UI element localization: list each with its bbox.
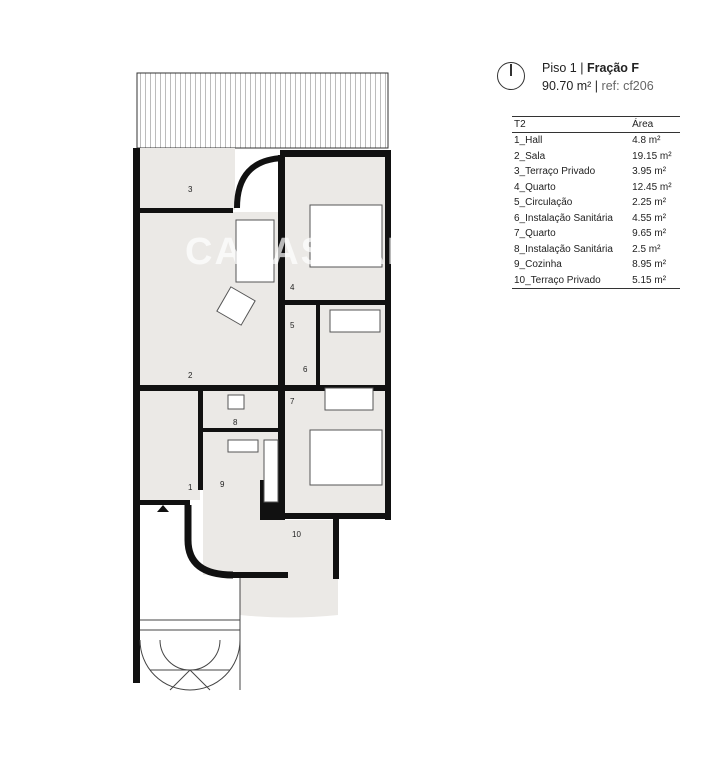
room-label-8: 8: [233, 418, 238, 427]
table-row: 10_Terraço Privado 5.15 m²: [512, 273, 680, 289]
room-label-1: 1: [188, 483, 193, 492]
north-compass-icon: [497, 62, 525, 90]
cell-area: 19.15 m²: [632, 150, 672, 162]
cell-name: 6_Instalação Sanitária: [514, 212, 613, 224]
room-label-5: 5: [290, 321, 295, 330]
room-label-6: 6: [303, 365, 308, 374]
room-1: [140, 390, 200, 500]
table-row: 3_Terraço Privado 3.95 m²: [512, 164, 680, 180]
floor-title: Piso 1 | Fração F: [542, 60, 639, 76]
room-3: [140, 148, 235, 210]
cell-area: 4.8 m²: [632, 135, 661, 146]
cell-area: 3.95 m²: [632, 166, 667, 177]
top-terrace: [136, 72, 389, 149]
cell-name: 5_Circulação: [514, 197, 573, 208]
room-10: [240, 520, 338, 618]
cell-area: 12.45 m²: [632, 181, 672, 193]
room-5: [285, 305, 320, 385]
area-ref: 90.70 m² | ref: cf206: [542, 78, 654, 94]
room-label-4: 4: [290, 283, 295, 292]
cell-name: 10_Terraço Privado: [514, 274, 601, 286]
cell-name: 9_Cozinha: [514, 259, 562, 270]
reference: ref: cf206: [601, 79, 654, 93]
table-row: 2_Sala 19.15 m²: [512, 149, 680, 165]
table-row: 8_Instalação Sanitária 2.5 m²: [512, 242, 680, 258]
table-row: 7_Quarto 9.65 m²: [512, 226, 680, 242]
fraction-label: Fração F: [586, 61, 640, 75]
area-table: T2 Área 1_Hall 4.8 m² 2_Sala 19.15 m² 3_Terr…: [512, 116, 680, 289]
cell-name: 3_Terraço Privado: [514, 166, 596, 177]
table-row: 4_Quarto 12.45 m²: [512, 180, 680, 196]
cell-name: 1_Hall: [514, 135, 543, 146]
furniture: [216, 204, 383, 503]
curved-wall: [234, 155, 284, 209]
cell-name: 7_Quarto: [514, 228, 556, 239]
col-area: Área: [630, 116, 680, 133]
cell-name: 2_Sala: [514, 150, 546, 162]
floor-label: Piso 1 |: [542, 61, 584, 75]
watermark: CASASNAHORA: [185, 231, 507, 273]
cell-area: 2.5 m²: [632, 243, 661, 255]
col-type: T2: [512, 116, 631, 133]
room-label-9: 9: [220, 480, 225, 489]
room-label-10: 10: [292, 530, 301, 539]
cell-area: 2.25 m²: [632, 197, 667, 208]
cell-area: 8.95 m²: [632, 259, 667, 270]
curved-wall: [184, 505, 234, 579]
spiral-stair: [139, 578, 241, 691]
cell-area: 5.15 m²: [632, 274, 667, 286]
cell-area: 4.55 m²: [632, 212, 667, 224]
room-label-3: 3: [188, 185, 193, 194]
cell-name: 4_Quarto: [514, 181, 556, 193]
room-label-7: 7: [290, 397, 295, 406]
room-label-2: 2: [188, 371, 193, 380]
total-area: 90.70 m² |: [542, 79, 599, 93]
table-row: 6_Instalação Sanitária 4.55 m²: [512, 211, 680, 227]
table-row: 5_Circulação 2.25 m²: [512, 195, 680, 211]
table-row: 9_Cozinha 8.95 m²: [512, 257, 680, 273]
cell-name: 8_Instalação Sanitária: [514, 243, 613, 255]
cell-area: 9.65 m²: [632, 228, 667, 239]
entry-arrow-icon: [157, 505, 169, 512]
table-row: 1_Hall 4.8 m²: [512, 133, 680, 149]
